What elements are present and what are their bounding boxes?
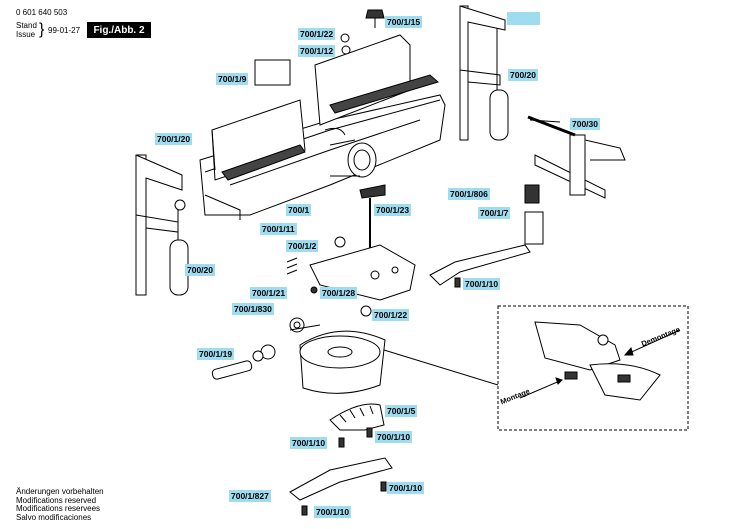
blank-highlight <box>507 12 540 25</box>
release-lever <box>429 184 544 286</box>
pivot-bolt <box>359 184 386 250</box>
part-label[interactable]: 700/1/11 <box>260 223 297 235</box>
part-label[interactable]: 700/1/827 <box>229 490 271 502</box>
part-label[interactable]: 700/1/10 <box>375 431 413 443</box>
clamp-right-mid <box>527 115 626 199</box>
issue-label: Issue <box>16 30 36 39</box>
part-label[interactable]: 700/1/2 <box>286 240 319 252</box>
part-label[interactable]: 700/1/21 <box>250 287 288 299</box>
brace: } <box>39 21 45 38</box>
clamp-right-top <box>459 5 509 141</box>
mitre-box-base <box>199 34 446 220</box>
footer-line: Salvo modificaciones <box>16 512 92 522</box>
part-label[interactable]: 700/1/10 <box>314 506 352 518</box>
guide-strip <box>289 457 393 501</box>
blade-guard-plate <box>254 59 291 86</box>
part-label[interactable]: 700/1/19 <box>197 348 235 360</box>
part-label[interactable]: 700/1 <box>286 204 312 216</box>
part-label[interactable]: 700/1/15 <box>385 16 423 28</box>
part-label[interactable]: 700/1/9 <box>216 73 249 85</box>
scale-segment <box>329 403 385 431</box>
footer-notes: Änderungen vorbehalten Modifications res… <box>16 487 104 522</box>
mounting-plate <box>309 236 416 301</box>
issue-date: 99-01-27 <box>48 26 81 35</box>
part-label[interactable]: 700/1/22 <box>372 309 410 321</box>
part-label[interactable]: 700/1/12 <box>298 45 336 57</box>
footer-line: Modifications reservees <box>16 504 101 514</box>
part-label[interactable]: 700/1/7 <box>478 207 511 219</box>
part-label[interactable]: 700/1/806 <box>448 188 490 200</box>
part-label[interactable]: 700/20 <box>185 264 215 276</box>
part-label[interactable]: 700/20 <box>508 69 538 81</box>
part-label[interactable]: 700/1/22 <box>298 28 336 40</box>
part-label[interactable]: 700/1/830 <box>232 303 274 315</box>
part-label[interactable]: 700/1/20 <box>155 133 193 145</box>
stand-label: Stand <box>16 21 37 30</box>
part-label[interactable]: 700/1/23 <box>374 204 412 216</box>
part-label[interactable]: 700/30 <box>570 118 600 130</box>
thumb-screw <box>365 9 385 28</box>
clamp-left <box>135 154 189 296</box>
part-label[interactable]: 700/1/10 <box>387 482 425 494</box>
angle-turntable <box>289 324 386 394</box>
footer-line: Änderungen vorbehalten <box>16 487 104 496</box>
part-label[interactable]: 700/1/28 <box>320 287 358 299</box>
part-label[interactable]: 700/1/10 <box>463 278 501 290</box>
part-number: 0 601 640 503 <box>16 8 68 17</box>
part-label[interactable]: 700/1/10 <box>290 437 328 449</box>
footer-line: Modifications reserved <box>16 495 97 505</box>
part-label[interactable]: 700/1/5 <box>385 405 418 417</box>
detail-inset-drawing <box>519 321 681 401</box>
figure-label: Fig./Abb. 2 <box>87 22 151 38</box>
